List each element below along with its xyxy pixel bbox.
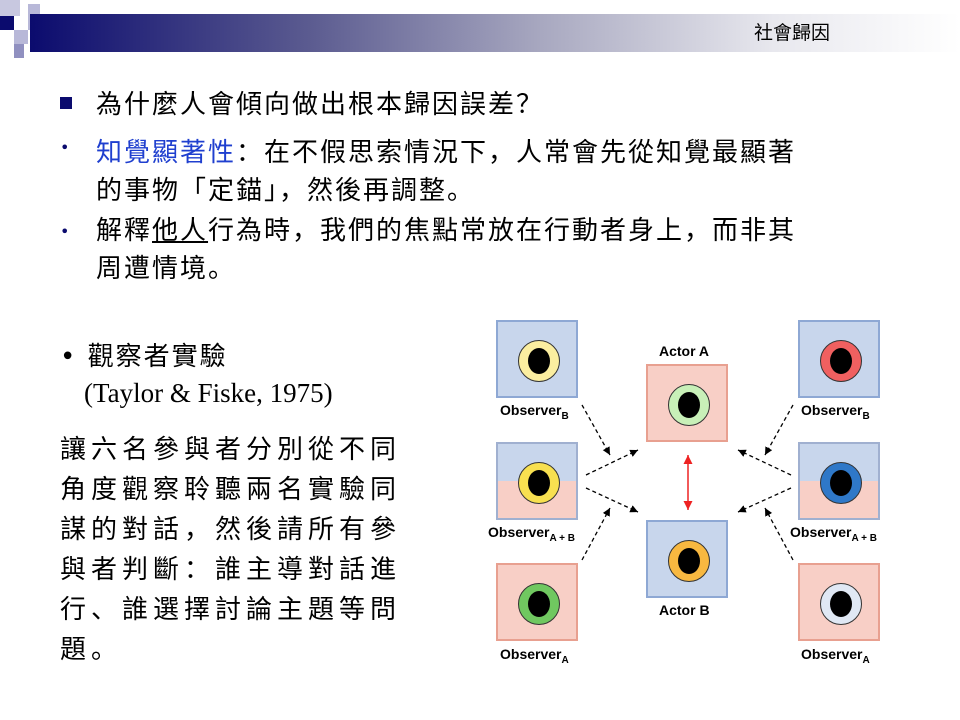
dot-bullet-icon: • (60, 222, 70, 241)
salience-text-2: 的事物「定錨」，然後再調整。 (96, 176, 476, 206)
actor-b-label: Actor B (659, 602, 710, 618)
observer-b-left-seat (496, 320, 578, 398)
observer-ab-left-label: ObserverA + B (488, 524, 575, 544)
focus-text-2: 周遭情境。 (96, 254, 237, 284)
observer-ab-left-seat (496, 442, 578, 520)
bullet-focus: 解釋他人行為時，我們的焦點常放在行動者身上，而非其周遭情境。 (96, 212, 796, 288)
focus-pre: 解釋 (96, 216, 153, 246)
salience-text: ：在不假思索情況下，人常會先從知覺最顯著 (236, 138, 797, 168)
actor-a-label: Actor A (659, 343, 710, 359)
header-bar (30, 14, 960, 52)
desc-line: 題。 (60, 635, 123, 665)
experiment-title: • 觀察者實驗 (60, 342, 228, 372)
observer-a-left-label: ObserverA (500, 646, 569, 666)
observer-ab-right-seat (798, 442, 880, 520)
observer-b-right-seat (798, 320, 880, 398)
desc-line: 角度觀察聆聽兩名實驗同 (60, 475, 402, 505)
question-heading: 為什麼人會傾向做出根本歸因誤差？ (96, 90, 545, 120)
desc-line: 謀的對話，然後請所有參 (60, 515, 402, 545)
header-title: 社會歸因 (753, 22, 830, 44)
experiment-citation: (Taylor & Fiske, 1975) (84, 378, 333, 408)
bullet-salience: 知覺顯著性：在不假思索情況下，人常會先從知覺最顯著的事物「定錨」，然後再調整。 (96, 134, 796, 210)
actor-a-seat (646, 364, 728, 442)
square-bullet-icon (60, 97, 72, 109)
salience-term: 知覺顯著性 (96, 138, 237, 168)
observer-ab-right-label: ObserverA + B (790, 524, 877, 544)
observer-a-right-seat (798, 563, 880, 641)
observer-b-left-label: ObserverB (500, 402, 569, 422)
actor-b-seat (646, 520, 728, 598)
experiment-title-text: 觀察者實驗 (87, 342, 228, 372)
observer-a-left-seat (496, 563, 578, 641)
experiment-description: 讓六名參與者分別從不同 角度觀察聆聽兩名實驗同 謀的對話，然後請所有參 與者判斷… (60, 430, 401, 670)
observer-b-right-label: ObserverB (801, 402, 870, 422)
focus-post: 行為時，我們的焦點常放在行動者身上，而非其 (208, 216, 797, 246)
desc-line: 讓六名參與者分別從不同 (60, 435, 402, 465)
observer-a-right-label: ObserverA (801, 646, 870, 666)
focus-underlined: 他人 (152, 216, 209, 246)
desc-line: 行、誰選擇討論主題等問 (60, 595, 402, 625)
dot-bullet-icon: • (60, 138, 70, 157)
desc-line: 與者判斷：誰主導對話進 (60, 555, 402, 585)
